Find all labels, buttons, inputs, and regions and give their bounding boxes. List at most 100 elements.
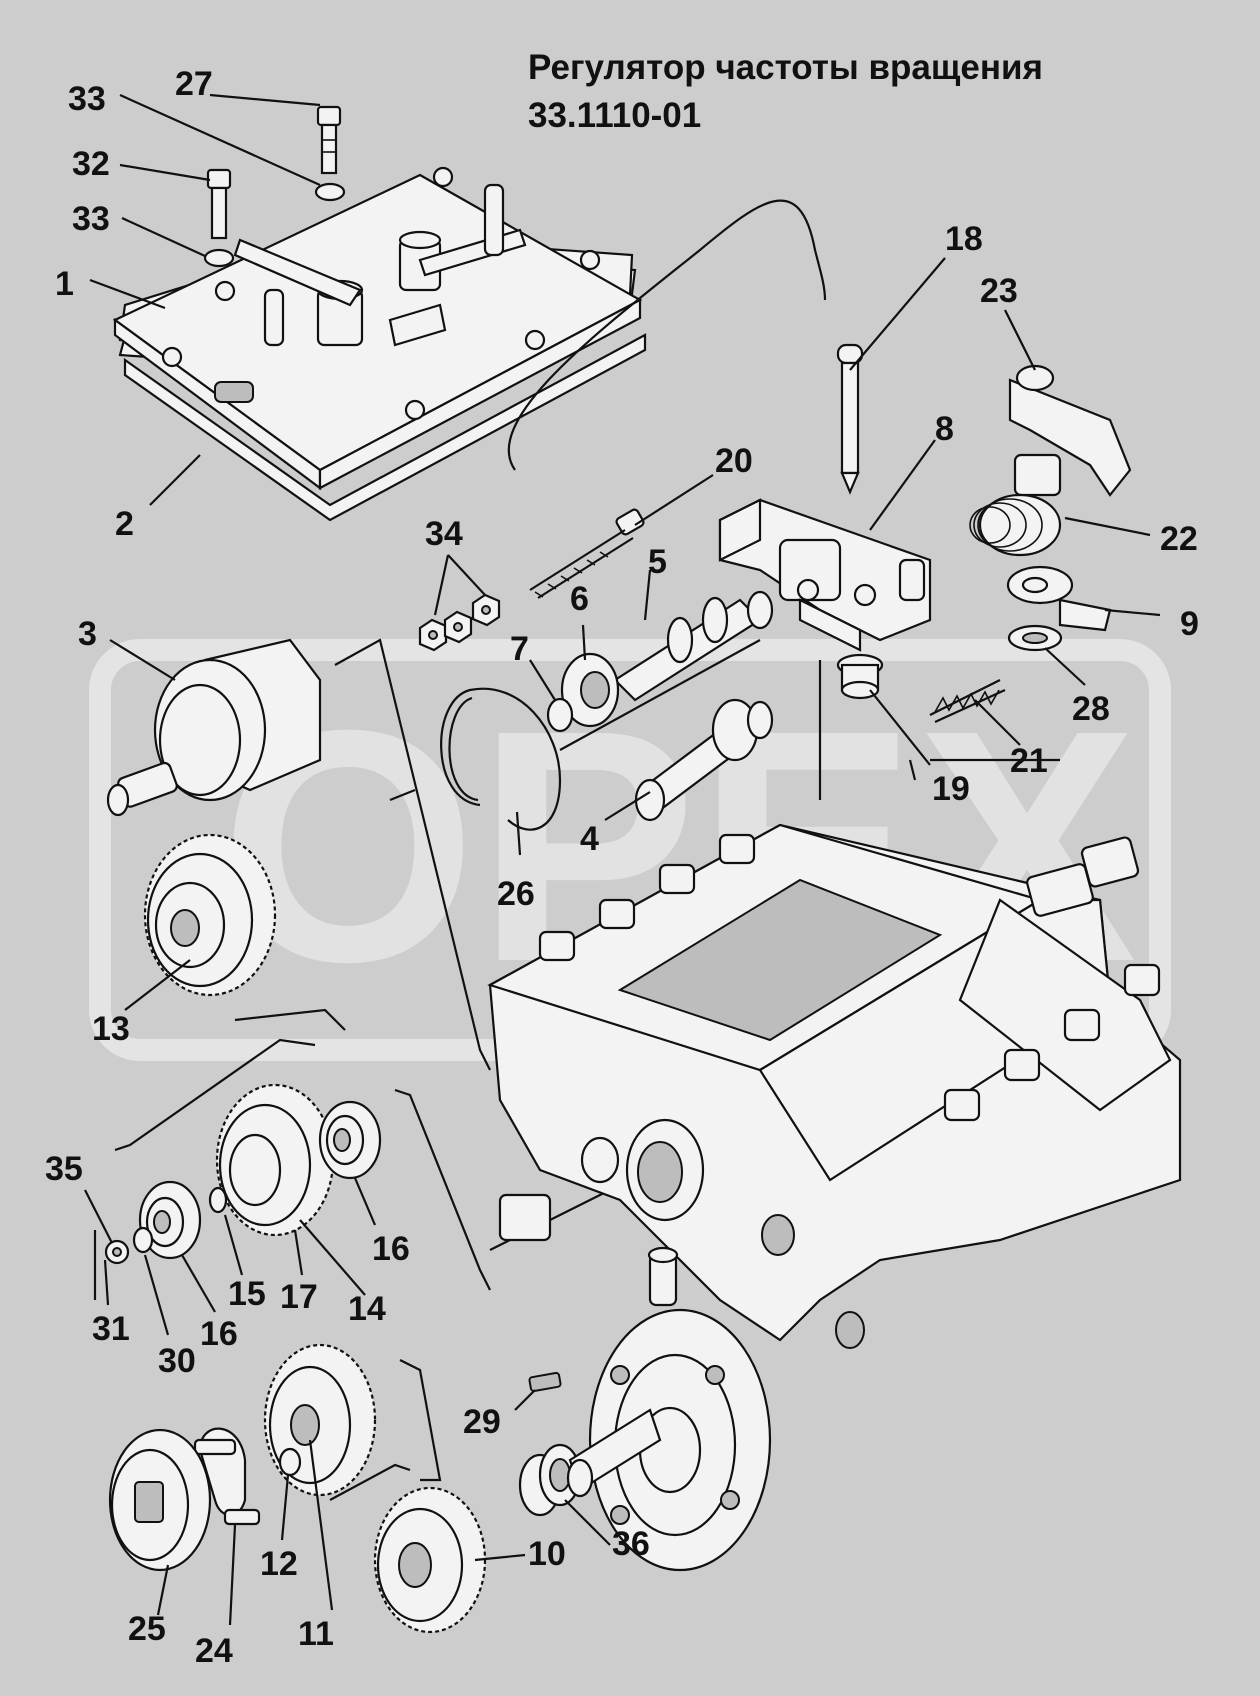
leader-3 [109,639,176,681]
bolt-32 [206,168,232,240]
callout-34: 34 [425,515,463,553]
callout-10: 10 [528,1535,566,1573]
callout-4: 4 [580,820,599,858]
nut-35 [104,1239,130,1265]
cover-plate-1 [112,173,643,472]
washer-30 [132,1226,154,1254]
leader-19 [869,689,931,766]
gear-13 [143,833,277,997]
leader-34a [433,554,450,616]
leader-1 [89,278,166,310]
callout-31: 31 [92,1310,130,1348]
washer-33-bottom [203,248,235,268]
leader-23 [1004,309,1036,371]
callout-11: 11 [298,1615,334,1653]
screw-20 [529,508,645,599]
callout-27: 27 [175,65,213,103]
callout-21: 21 [1010,742,1048,780]
callout-17: 17 [280,1278,318,1316]
nuts-34 [418,593,501,652]
leader-29 [514,1389,536,1411]
bracket-curve [507,199,827,471]
leader-33a [119,93,321,187]
callout-25: 25 [128,1610,166,1648]
callout-12: 12 [260,1545,298,1583]
callout-3: 3 [78,615,97,653]
callout-35: 35 [45,1150,83,1188]
gear-11 [263,1343,377,1497]
callout-14: 14 [348,1290,386,1328]
hub-3 [106,638,322,817]
ring-6 [560,652,620,728]
leader-33b [121,216,206,258]
callout-33-top: 33 [68,80,106,118]
washer-33-top [314,182,346,202]
leader-35 [84,1189,113,1244]
callout-23: 23 [980,272,1018,310]
pump-body [487,823,1182,1349]
callout-13: 13 [92,1010,130,1048]
bolt-27 [316,105,342,175]
segment-24 [193,1427,261,1526]
leader-34b [447,554,486,596]
callout-18: 18 [945,220,983,258]
leader-16b [181,1254,216,1313]
leader-16a [353,1177,377,1226]
callout-16-left: 16 [200,1315,238,1353]
callout-15: 15 [228,1275,266,1313]
callout-29: 29 [463,1403,501,1441]
callout-30: 30 [158,1342,196,1380]
leader-26 [515,811,522,856]
ring-15 [208,1186,228,1214]
snap-ring-26 [440,687,562,831]
leader-15 [223,1214,244,1276]
spring-22 [969,493,1062,557]
leader-30 [143,1254,170,1336]
leader-28 [1044,647,1086,686]
ring-7 [546,697,574,733]
leader-11 [308,1439,334,1611]
callout-19: 19 [932,770,970,808]
leader-24 [228,1524,237,1626]
bearing-16-right [318,1100,382,1180]
pin-18 [836,343,864,495]
leader-12 [280,1474,290,1541]
title-line-1: Регулятор частоты вращения [528,48,1043,87]
key-29 [528,1371,562,1393]
callout-6: 6 [570,580,589,618]
leader-9 [1104,608,1161,617]
callout-22: 22 [1160,520,1198,558]
leader-7 [529,659,556,701]
leader-10 [474,1553,526,1562]
callout-9: 9 [1180,605,1199,643]
callout-32: 32 [72,145,110,183]
leader-32 [119,163,211,182]
leader-20 [634,474,714,526]
leader-22 [1064,516,1151,537]
callout-5: 5 [648,543,667,581]
bearing-16-left [138,1180,202,1260]
part-12 [278,1447,302,1477]
leader-lines [84,93,1161,1626]
shaft-4 [634,698,774,822]
leader-18 [849,257,946,371]
housing-8 [718,498,932,652]
leader-36 [564,1499,611,1546]
gear-17-14 [215,1083,335,1237]
bushing-19 [836,653,884,700]
leader-8 [869,439,936,531]
title-line-2: 33.1110-01 [528,96,702,135]
leader-4 [604,791,651,821]
leader-25 [156,1564,170,1616]
drive-flange [566,1246,772,1572]
leader-17 [293,1229,304,1276]
leader-6 [581,624,587,661]
callout-7: 7 [510,630,529,668]
callout-28: 28 [1072,690,1110,728]
callout-20: 20 [715,442,753,480]
callout-16-right: 16 [372,1230,410,1268]
diagram-title: Регулятор частоты вращения 33.1110-01 [528,44,1043,140]
leader-14 [299,1219,366,1296]
